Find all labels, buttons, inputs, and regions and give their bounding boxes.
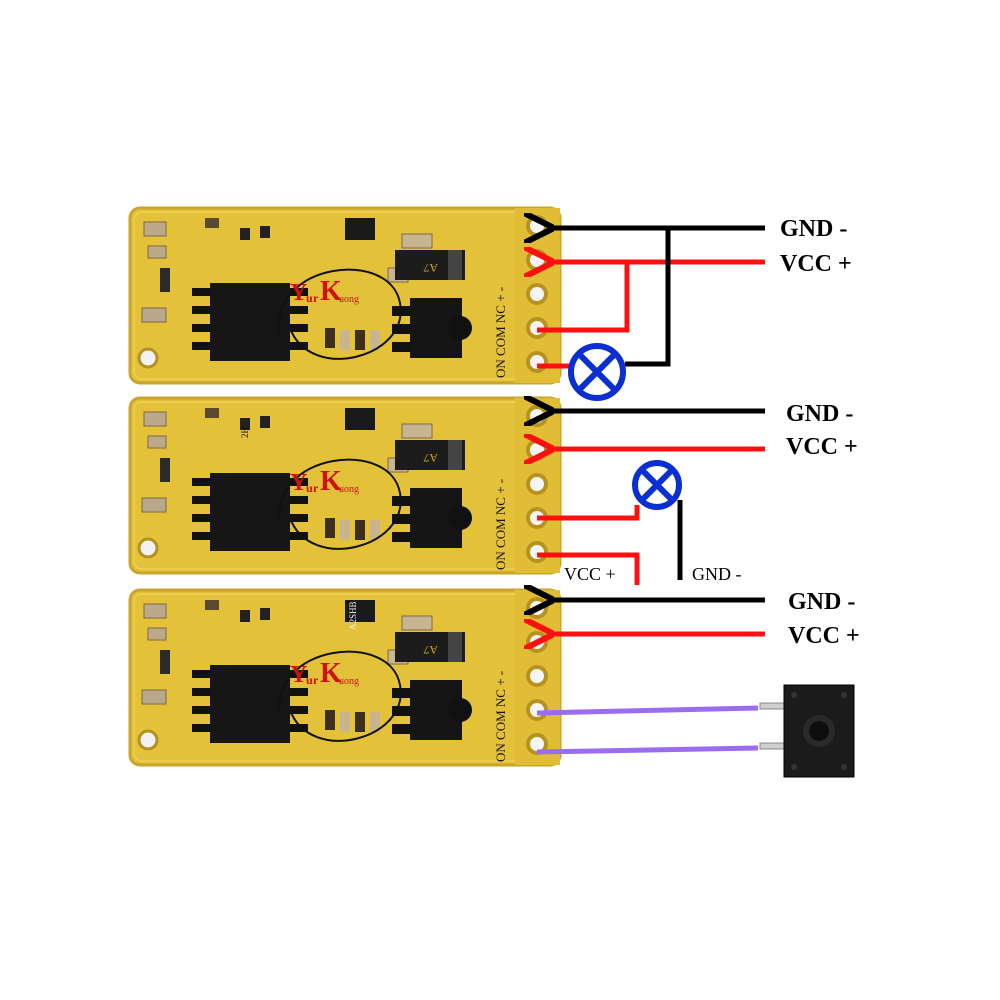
svg-text:K: K [320, 276, 342, 307]
board-1-pin-labels: ON COM NC + - [493, 287, 508, 378]
lamp-icon [568, 343, 626, 401]
board-3-pin-labels: ON COM NC + - [493, 671, 508, 762]
board-3-wiring: GND - VCC + [536, 589, 860, 778]
svg-text:r: r [313, 481, 319, 495]
board-3-gnd-label: GND - [788, 589, 855, 615]
svg-text:uong: uong [339, 484, 359, 495]
board-1-wiring: GND - VCC + [537, 216, 852, 401]
receiver-board-2: ON COM NC + - A7 2H Y u r K uong [128, 396, 562, 575]
svg-text:u: u [306, 291, 313, 305]
board-1-vcc-branch [537, 262, 630, 333]
board-3-vcc-label: VCC + [788, 623, 860, 649]
svg-text:Y: Y [290, 662, 307, 688]
board-1-vcc-label: VCC + [780, 251, 852, 277]
svg-text:uong: uong [339, 294, 359, 305]
board-2-extra-gnd-label: GND - [692, 564, 742, 584]
svg-text:uong: uong [339, 676, 359, 687]
board-2-gnd-label: GND - [786, 401, 853, 427]
receiver-board-3: ON COM NC + - A7 A2SHB Y u r K uong [128, 588, 562, 767]
board-1-chip-mark: A7 [423, 261, 438, 275]
board-3-switch-wire-2 [536, 745, 759, 755]
svg-text:Y: Y [290, 470, 307, 496]
board-1-gnd-label: GND - [780, 216, 847, 242]
board-2-pin-labels: ON COM NC + - [493, 479, 508, 570]
board-2-smd-mark: 2H [240, 427, 250, 439]
board-3-chip-mark: A7 [423, 643, 438, 657]
push-button-switch-icon [759, 684, 855, 778]
lamp-icon [632, 460, 682, 510]
board-2-vcc-label: VCC + [786, 434, 858, 460]
svg-text:r: r [313, 291, 319, 305]
board-2-com-vcc-wire [537, 552, 640, 585]
svg-text:u: u [306, 481, 313, 495]
svg-text:r: r [313, 673, 319, 687]
board-2-extra-vcc-label: VCC + [564, 564, 616, 584]
board-2-load-wire [537, 505, 640, 521]
svg-text:K: K [320, 466, 342, 497]
board-1-brand-logo: Y u r K uong [290, 276, 359, 307]
board-2-chip-mark: A7 [423, 451, 438, 465]
svg-text:Y: Y [290, 280, 307, 306]
svg-text:K: K [320, 658, 342, 689]
board-3-brand-logo: Y u r K uong [290, 658, 359, 689]
svg-text:u: u [306, 673, 313, 687]
board-1-gnd-branch [625, 228, 671, 367]
receiver-board-1: ON COM NC + - A7 Y u r K uong [128, 206, 562, 385]
board-2-wiring: VCC + GND - GND - VCC + [537, 401, 858, 585]
board-3-smd-mark: A2SHB [348, 601, 358, 630]
board-3-switch-wire-1 [536, 705, 759, 716]
board-2-brand-logo: Y u r K uong [290, 466, 359, 497]
